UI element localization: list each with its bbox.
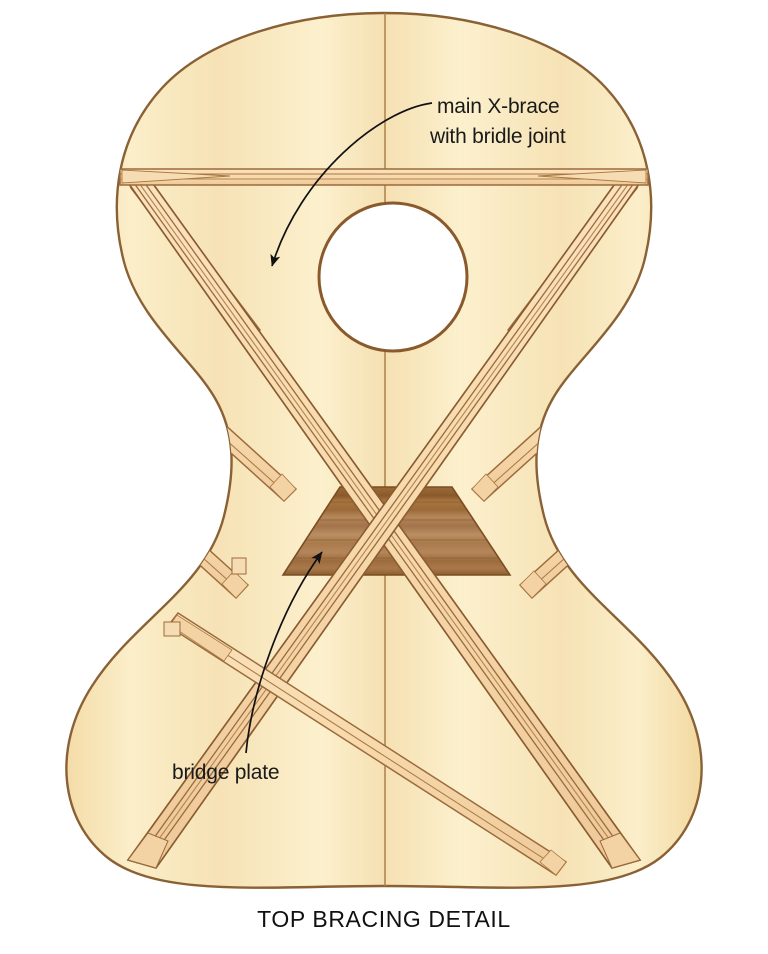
sound-hole xyxy=(317,201,469,353)
upper-transverse-brace xyxy=(119,168,649,186)
leader-line-bridge-plate xyxy=(245,551,323,754)
annotation-main-x-brace: main X-brace with bridle joint xyxy=(270,95,566,267)
long-tone-bar xyxy=(163,611,568,877)
annotation-label-bridge-plate: bridge plate xyxy=(172,761,279,784)
annotation-label-main-x-brace-line2: with bridle joint xyxy=(429,125,566,148)
annotation-bridge-plate: bridge plate xyxy=(172,551,323,784)
figure-caption: TOP BRACING DETAIL xyxy=(257,906,511,932)
annotation-label-main-x-brace-line1: main X-brace xyxy=(437,95,559,118)
body-outline xyxy=(65,11,703,889)
leader-line-main-x-brace xyxy=(270,102,433,267)
soundboard-body xyxy=(65,11,703,889)
